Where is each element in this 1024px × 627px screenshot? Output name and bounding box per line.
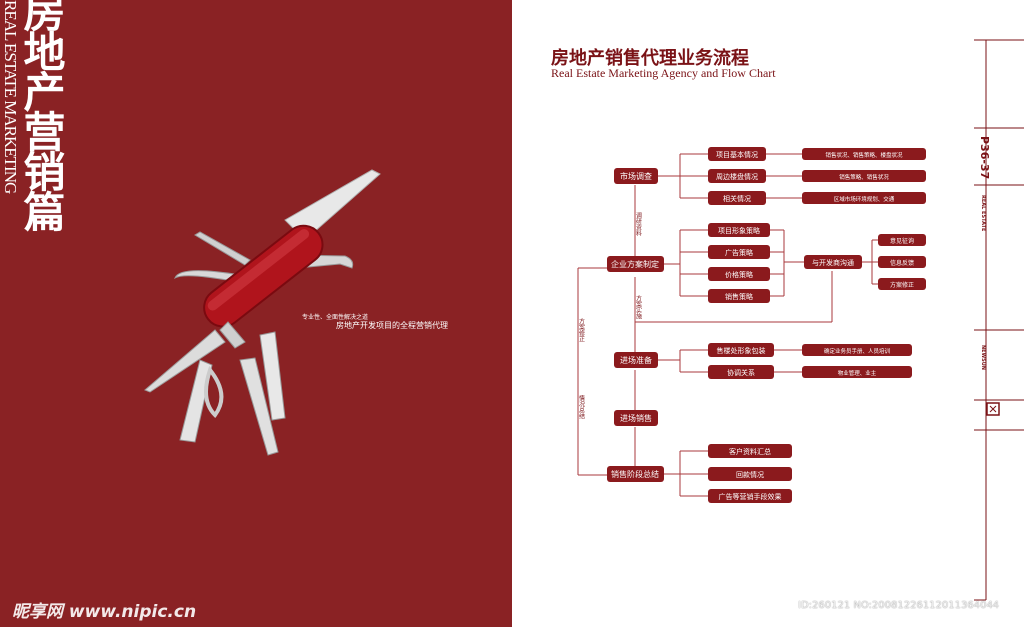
prep-detail: 物业管理、业主 <box>802 366 912 378</box>
vertical-english-title: REAL ESTATE MARKETING <box>1 0 20 194</box>
page-number: P36-37 <box>978 136 991 180</box>
summary-item: 广告等营销手段效果 <box>708 489 792 503</box>
main-step-plan: 企业方案制定 <box>607 256 664 272</box>
developer-result: 意见征询 <box>878 234 926 246</box>
main-step-label: 进场准备 <box>620 355 652 365</box>
side-label-summary: 情况总结 <box>578 394 585 420</box>
nipic-watermark: 昵享网 www.nipic.cn <box>12 602 197 622</box>
tagline-small: 专业性、全面性解决之道 <box>302 314 369 321</box>
knife-tool <box>219 321 246 349</box>
prep-item: 协调关系 <box>708 365 774 379</box>
plan-item: 销售策略 <box>708 289 770 303</box>
page-edge-lines <box>974 39 1024 601</box>
svg-text:与开发商沟通: 与开发商沟通 <box>812 258 854 267</box>
svg-text:项目形象策略: 项目形象策略 <box>718 226 760 235</box>
page-subtitle: Real Estate Marketing Agency and Flow Ch… <box>551 66 776 80</box>
svg-text:销售策略、销售状况: 销售策略、销售状况 <box>839 173 889 181</box>
side-text-newsun: NEWSUN <box>980 345 986 370</box>
main-step-market-research: 市场调查 <box>614 168 658 184</box>
main-step-label: 进场销售 <box>620 413 652 423</box>
main-step-sales: 进场销售 <box>614 410 658 426</box>
svg-text:销售策略: 销售策略 <box>725 292 753 301</box>
developer-result: 方案修正 <box>878 278 926 290</box>
svg-text:售楼处形象包装: 售楼处形象包装 <box>717 346 766 355</box>
side-label-implementation: 方案实施 <box>635 294 642 320</box>
svg-text:价格策略: 价格策略 <box>725 270 753 279</box>
knife-hook <box>174 270 241 283</box>
developer-result: 信息反馈 <box>878 256 926 268</box>
side-label-revision: 方案修正 <box>578 317 585 342</box>
knife-awl <box>194 231 251 266</box>
developer-communication: 与开发商沟通 <box>804 255 862 269</box>
page-title: 房地产销售代理业务流程 <box>551 48 749 69</box>
svg-text:物业管理、业主: 物业管理、业主 <box>838 369 877 377</box>
svg-text:意见征询: 意见征询 <box>890 237 914 245</box>
svg-text:回款情况: 回款情况 <box>736 470 764 479</box>
knife-scissors-handle <box>204 365 224 419</box>
svg-text:销售状况、销售策略、楼盘状况: 销售状况、销售策略、楼盘状况 <box>825 151 903 159</box>
plan-item: 项目形象策略 <box>708 223 770 237</box>
summary-item: 客户资料汇总 <box>708 444 792 458</box>
knife-scissors-blade <box>179 359 213 443</box>
image-id-watermark: ID:260121 NO:20081226112011364044 <box>798 600 1000 611</box>
svg-text:确定业务员手册、人员培训: 确定业务员手册、人员培训 <box>824 347 891 355</box>
svg-text:方案修正: 方案修正 <box>890 281 914 289</box>
side-text-real-estate: REAL ESTATE <box>980 195 986 232</box>
research-detail: 销售状况、销售策略、楼盘状况 <box>802 148 926 160</box>
svg-text:协调关系: 协调关系 <box>727 368 755 377</box>
knife-pliers-right <box>259 331 286 421</box>
main-step-label: 企业方案制定 <box>611 259 659 269</box>
research-detail: 区域市场环境规划、交通 <box>802 192 926 204</box>
research-item: 相关情况 <box>708 191 766 205</box>
tagline-main: 房地产开发项目的全程营销代理 <box>336 321 448 330</box>
knife-handle <box>203 224 324 328</box>
svg-text:广告等营销手段效果: 广告等营销手段效果 <box>719 492 782 501</box>
knife-pliers-left <box>239 357 279 456</box>
svg-text:周边楼盘情况: 周边楼盘情况 <box>716 172 758 181</box>
prep-detail: 确定业务员手册、人员培训 <box>802 344 912 356</box>
svg-text:信息反馈: 信息反馈 <box>890 259 914 267</box>
research-detail: 销售策略、销售状况 <box>802 170 926 182</box>
cover-left-page: REAL ESTATE MARKETING 房地产营销篇 专业性、全面性解决之道… <box>0 0 512 627</box>
flow-chart: 市场调查 企业方案制定 进场准备 进场销售 销售阶段总结 调研资料 方案实施 方… <box>577 147 926 503</box>
plan-item: 广告策略 <box>708 245 770 259</box>
svg-text:区域市场环境规划、交通: 区域市场环境规划、交通 <box>834 195 895 203</box>
main-step-prep: 进场准备 <box>614 352 658 368</box>
research-item: 项目基本情况 <box>708 147 766 161</box>
main-step-summary: 销售阶段总结 <box>607 466 664 482</box>
knife-small-blade <box>144 329 226 393</box>
side-label-research-data: 调研资料 <box>635 211 642 237</box>
vertical-chinese-title: 房地产营销篇 <box>17 0 66 230</box>
swiss-army-knife-illustration <box>144 169 381 456</box>
svg-text:项目基本情况: 项目基本情况 <box>716 150 758 159</box>
svg-text:广告策略: 广告策略 <box>725 248 753 257</box>
summary-item: 回款情况 <box>708 467 792 481</box>
svg-text:相关情况: 相关情况 <box>723 194 751 203</box>
svg-text:客户资料汇总: 客户资料汇总 <box>729 447 771 456</box>
plan-item: 价格策略 <box>708 267 770 281</box>
flowchart-right-page: 房地产销售代理业务流程 Real Estate Marketing Agency… <box>512 0 1024 627</box>
research-item: 周边楼盘情况 <box>708 169 766 183</box>
prep-item: 售楼处形象包装 <box>708 343 774 357</box>
main-step-label: 市场调查 <box>620 171 652 181</box>
flow-connectors <box>577 153 878 497</box>
logo-mark-icon <box>986 402 1000 416</box>
main-step-label: 销售阶段总结 <box>611 469 659 479</box>
